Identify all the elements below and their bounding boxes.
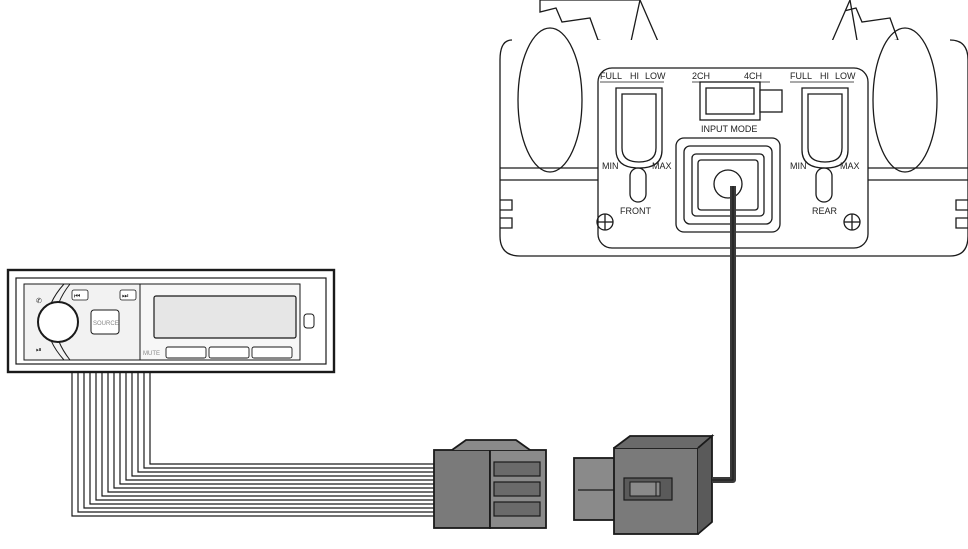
previous-track-icon: ⏮ bbox=[74, 293, 80, 300]
volume-knob[interactable] bbox=[37, 301, 79, 343]
input-mode-2ch-label: 2CH bbox=[692, 71, 710, 81]
head-unit bbox=[6, 268, 336, 374]
wire-harness bbox=[71, 372, 438, 517]
rear-full-label: FULL bbox=[790, 71, 812, 81]
input-mode-label: INPUT MODE bbox=[701, 124, 757, 134]
rear-min-label: MIN bbox=[790, 161, 807, 171]
socket-connector bbox=[573, 434, 715, 535]
preset-button-2[interactable] bbox=[208, 346, 250, 359]
rca-jack[interactable] bbox=[713, 169, 743, 199]
rear-hi-label: HI bbox=[820, 71, 829, 81]
preset-button-1[interactable] bbox=[165, 346, 207, 359]
next-track-icon: ⏭ bbox=[122, 293, 129, 300]
rca-input-block bbox=[675, 137, 781, 233]
front-low-label: LOW bbox=[645, 71, 666, 81]
rear-label: REAR bbox=[812, 206, 838, 216]
amplifier-top-housing-right bbox=[839, 0, 899, 47]
harness-plug-connector bbox=[433, 439, 547, 529]
phone-icon: ✆ bbox=[36, 297, 42, 305]
display-screen bbox=[153, 295, 297, 339]
prev-track-button[interactable] bbox=[71, 289, 89, 301]
front-gain-knob[interactable] bbox=[629, 167, 647, 203]
release-button[interactable] bbox=[303, 313, 315, 329]
front-min-label: MIN bbox=[602, 161, 619, 171]
heatsink-left bbox=[517, 27, 583, 173]
front-full-label: FULL bbox=[600, 71, 622, 81]
preset-button-3[interactable] bbox=[251, 346, 293, 359]
head-unit-labels: SOURCE MUTE ⏮ ⏭ ✆ ⏯ bbox=[36, 293, 160, 357]
rear-gain-knob[interactable] bbox=[815, 167, 833, 203]
screw-left-icon bbox=[596, 213, 614, 231]
source-button-label: SOURCE bbox=[93, 321, 119, 327]
next-track-button[interactable] bbox=[119, 289, 137, 301]
amplifier-top-housing bbox=[539, 0, 641, 47]
input-mode-4ch-label: 4CH bbox=[744, 71, 762, 81]
source-button[interactable] bbox=[90, 309, 120, 335]
rear-max-label: MAX bbox=[840, 161, 860, 171]
front-hi-label: HI bbox=[630, 71, 639, 81]
screw-right-icon bbox=[843, 213, 861, 231]
front-max-label: MAX bbox=[652, 161, 672, 171]
play-pause-icon: ⏯ bbox=[36, 347, 42, 354]
amplifier-labels: FULL HI LOW FULL HI LOW 2CH 4CH INPUT MO… bbox=[600, 71, 860, 216]
front-label: FRONT bbox=[620, 206, 651, 216]
mute-button-label: MUTE bbox=[143, 351, 160, 357]
heatsink-right bbox=[872, 27, 938, 173]
amplifier bbox=[499, 0, 968, 257]
rear-low-label: LOW bbox=[835, 71, 856, 81]
